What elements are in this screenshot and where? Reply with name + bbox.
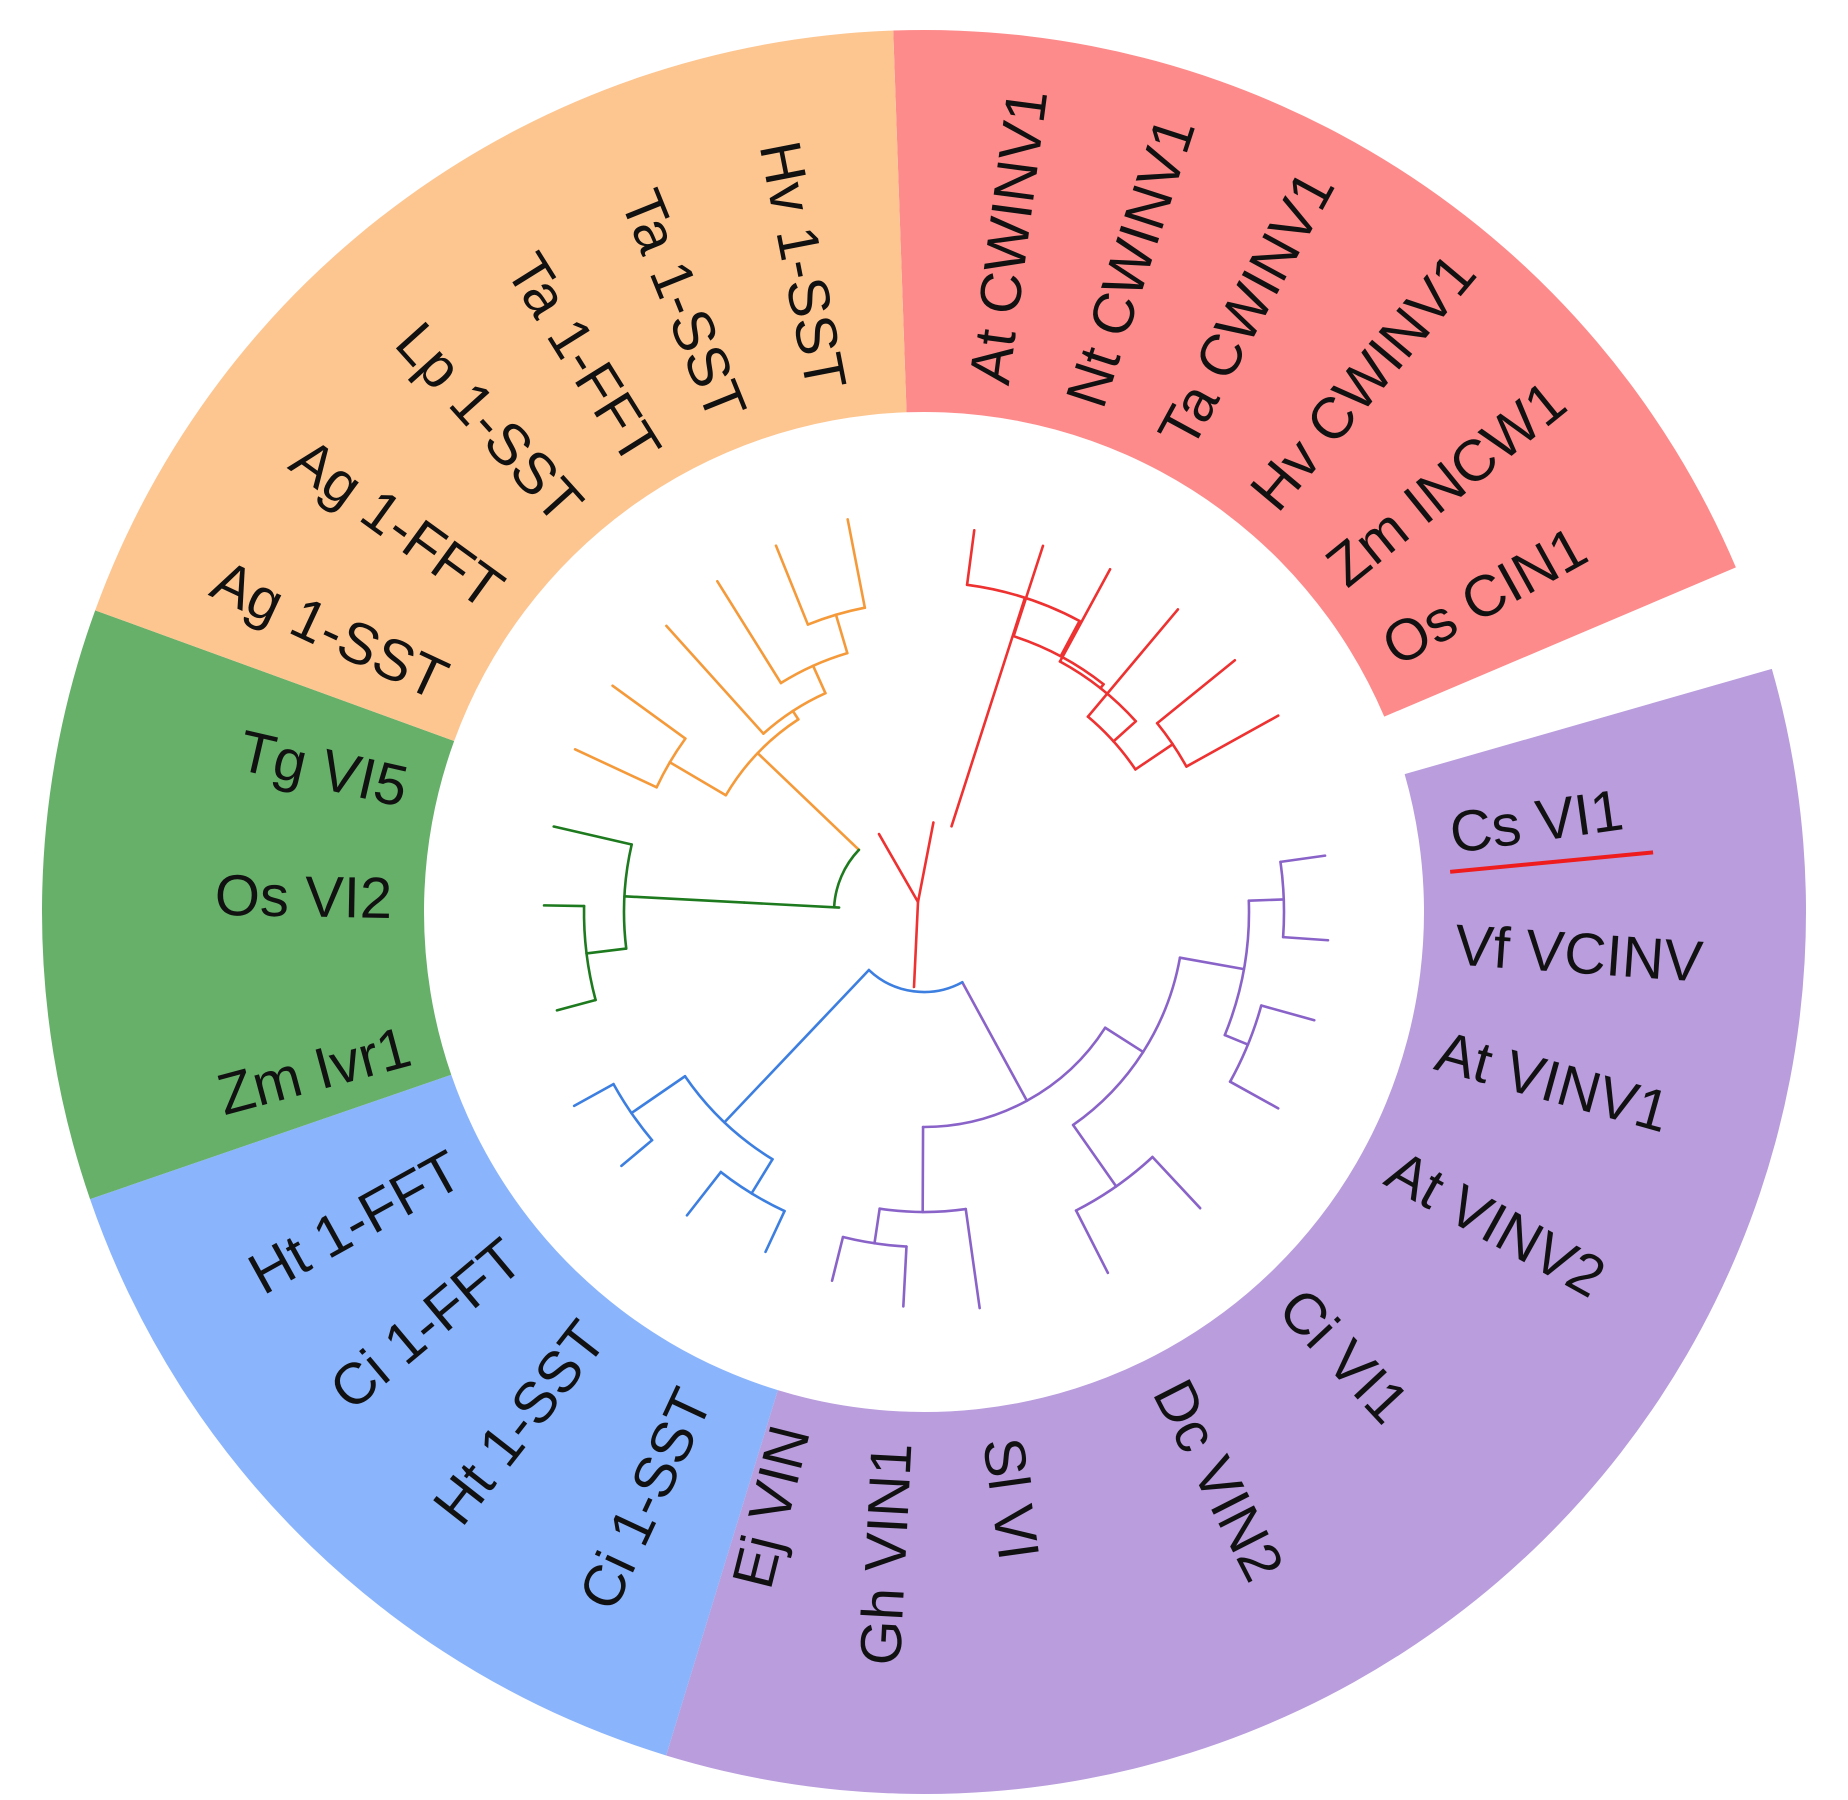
internal-branch-10: [960, 980, 998, 1046]
node-arc-41: [724, 718, 800, 797]
leaf-branch-cwinv-3: [1086, 608, 1180, 718]
node-arc-14: [1071, 956, 1182, 1127]
leaf-branch-cwinv-2: [1058, 567, 1112, 663]
clade-sectors: [42, 29, 1806, 1794]
node-arc-16: [1223, 899, 1251, 1037]
node-arc-5: [1058, 660, 1138, 723]
internal-branch-42: [668, 760, 728, 797]
internal-branch-13: [1103, 1026, 1145, 1054]
leaf-branch-vinv-monocot-2: [552, 825, 633, 846]
leaf-branch-vinv-monocot-0: [555, 998, 597, 1012]
leaf-label-vinv-dicot-7: Gh VIN1: [848, 1441, 925, 1667]
internal-branch-30: [630, 1074, 687, 1115]
internal-branch-19: [1223, 1033, 1250, 1046]
clade-sector-fructan-monocot: [95, 30, 907, 741]
leaf-label-vinv-monocot-1: Os VI2: [214, 863, 392, 931]
leaf-branch-fructan-monocot-0: [573, 747, 658, 789]
leaf-branch-vinv-dicot-7: [902, 1245, 908, 1308]
leaf-branch-vinv-monocot-1: [542, 904, 586, 908]
leaf-branch-fructan-dicot-2: [620, 1138, 654, 1168]
node-arc-24: [878, 1207, 968, 1214]
node-arc-38: [582, 904, 597, 1002]
internal-branch-32: [750, 1157, 774, 1195]
leaf-branch-fructan-monocot-1: [611, 684, 687, 740]
clade-sector-vinv-monocot: [42, 610, 455, 1200]
leaf-branch-fructan-monocot-3: [716, 579, 783, 685]
node-arc-33: [719, 1170, 786, 1213]
internal-branch-17: [1247, 898, 1286, 902]
node-arc-45: [762, 691, 827, 735]
left-join-arc: [832, 848, 861, 909]
node-arc-3: [1012, 634, 1105, 686]
internal-branch-28: [723, 1019, 823, 1124]
leaf-branch-fructan-monocot-4: [774, 544, 810, 626]
node-arc-22: [1074, 1155, 1154, 1212]
root-branch-upper: [877, 821, 935, 904]
node-arc-12: [921, 1026, 1107, 1129]
node-arc-47: [779, 651, 849, 685]
node-arc-49: [806, 606, 867, 626]
node-arc-20: [1228, 1004, 1263, 1083]
node-arc-29: [683, 1074, 774, 1161]
internal-branch-46: [811, 664, 827, 695]
lower-join-arc: [867, 968, 964, 994]
internal-branch-39: [850, 841, 861, 852]
leaf-branch-vinv-dicot-2: [1259, 1004, 1316, 1022]
highlight-underline-0: [1449, 850, 1654, 874]
internal-branch-37: [585, 947, 628, 955]
leaf-branch-fructan-dicot-3: [572, 1082, 615, 1108]
internal-branch-8: [1134, 742, 1175, 771]
node-arc-36: [622, 843, 633, 950]
clade-sector-vinv-dicot: [666, 668, 1806, 1794]
leaf-branch-vinv-dicot-1: [1281, 935, 1330, 942]
leaf-branch-vinv-dicot-5: [1074, 1209, 1110, 1275]
internal-branch-40: [756, 751, 853, 845]
leaf-branch-vinv-dicot-0: [1279, 854, 1327, 864]
node-arc-9: [1155, 721, 1188, 768]
clade-sector-fructan-dicot: [90, 1074, 778, 1756]
internal-branch-34: [742, 901, 841, 909]
leaf-branch-vinv-dicot-3: [1228, 1080, 1280, 1110]
internal-branch-27: [819, 968, 871, 1023]
internal-branch-25: [873, 1207, 881, 1245]
internal-branch-11: [994, 1042, 1029, 1103]
internal-branch-6: [1112, 719, 1138, 743]
leaf-branch-vinv-dicot-8: [830, 1235, 845, 1283]
internal-branch-21: [1071, 1123, 1118, 1188]
leaf-branch-fructan-monocot-5: [846, 518, 867, 609]
internal-branch-35: [623, 894, 746, 904]
leaf-branch-vinv-dicot-6: [964, 1207, 981, 1310]
leaf-branch-fructan-dicot-0: [764, 1209, 786, 1254]
root-branch-lower: [912, 900, 920, 989]
tree-branches: [542, 518, 1330, 1310]
leaf-branch-fructan-monocot-2: [665, 624, 765, 735]
internal-branch-2: [1059, 619, 1081, 658]
leaf-branch-cwinv-0: [965, 528, 976, 587]
node-arc-18: [1279, 860, 1286, 939]
internal-branch-15: [1178, 956, 1246, 971]
node-arc-26: [841, 1235, 908, 1248]
leaf-branch-cwinv-4: [1155, 658, 1237, 725]
leaf-branch-vinv-dicot-4: [1151, 1155, 1202, 1210]
node-arc-31: [612, 1082, 654, 1142]
internal-branch-44: [791, 709, 800, 721]
leaf-branch-fructan-dicot-1: [685, 1170, 723, 1217]
internal-branch-48: [834, 613, 849, 655]
clade-sector-cwinv: [893, 29, 1736, 717]
node-arc-7: [1086, 715, 1137, 771]
leaf-branch-cwinv-1: [1012, 544, 1045, 638]
leaf-branch-cwinv-5: [1185, 714, 1280, 768]
